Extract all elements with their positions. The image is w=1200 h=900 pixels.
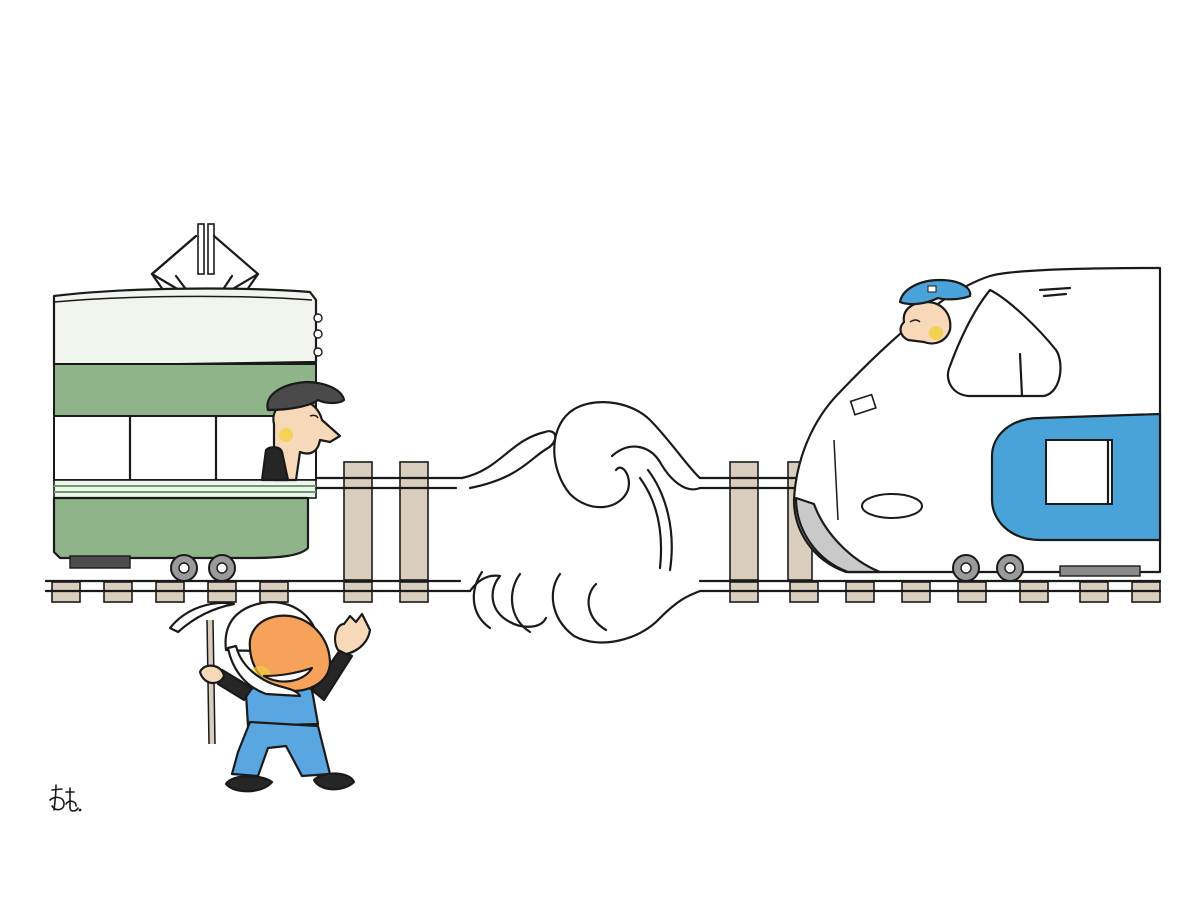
track-worker	[168, 600, 372, 793]
tram-driver	[260, 380, 346, 482]
rail-handshake	[460, 401, 702, 644]
rail-track-bottom	[44, 579, 1162, 603]
shinkansen-wheels	[952, 554, 1024, 582]
shinkansen-train	[792, 266, 1162, 582]
tram-wheels	[170, 554, 236, 582]
rail-track-middle	[304, 461, 814, 581]
artist-signature	[49, 784, 82, 812]
shinkansen-driver	[898, 278, 972, 345]
